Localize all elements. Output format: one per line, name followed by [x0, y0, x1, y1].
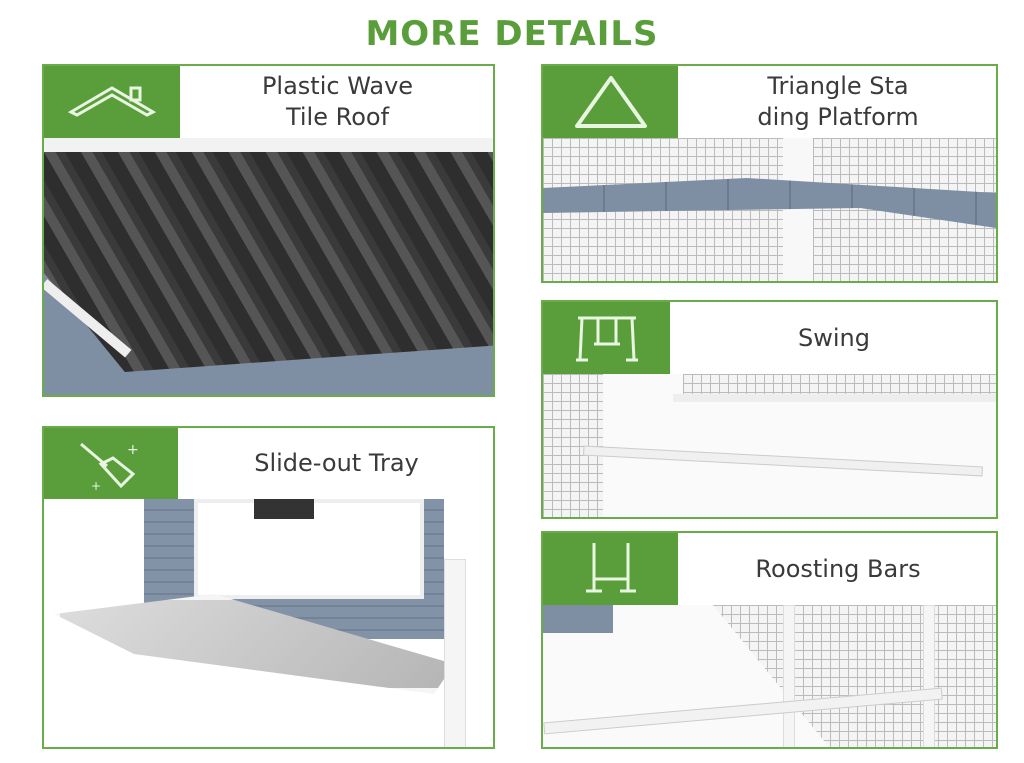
feature-roosting: Roosting Bars: [541, 531, 998, 749]
feature-platform: Triangle Sta ding Platform: [541, 64, 998, 283]
tray-photo: [44, 499, 493, 747]
feature-tray: ++ Slide-out Tray: [42, 426, 495, 749]
triangle-icon: [543, 66, 678, 138]
roof-icon: [44, 66, 180, 138]
swing-icon: [543, 302, 670, 374]
platform-photo: [543, 138, 996, 281]
page-title: MORE DETAILS: [365, 14, 659, 54]
broom-icon: ++: [44, 428, 178, 499]
feature-label: Roosting Bars: [678, 533, 996, 605]
feature-roof: Plastic Wave Tile Roof: [42, 64, 495, 397]
roosting-photo: [543, 605, 996, 747]
feature-label: Triangle Sta ding Platform: [678, 66, 996, 138]
roosting-bar-icon: [543, 533, 678, 605]
feature-swing: Swing: [541, 300, 998, 519]
svg-text:+: +: [91, 479, 101, 493]
feature-label: Swing: [670, 302, 996, 374]
swing-photo: [543, 374, 996, 517]
roof-photo: [44, 138, 493, 395]
feature-label: Plastic Wave Tile Roof: [180, 66, 493, 138]
feature-label: Slide-out Tray: [178, 428, 493, 499]
svg-text:+: +: [127, 442, 139, 458]
